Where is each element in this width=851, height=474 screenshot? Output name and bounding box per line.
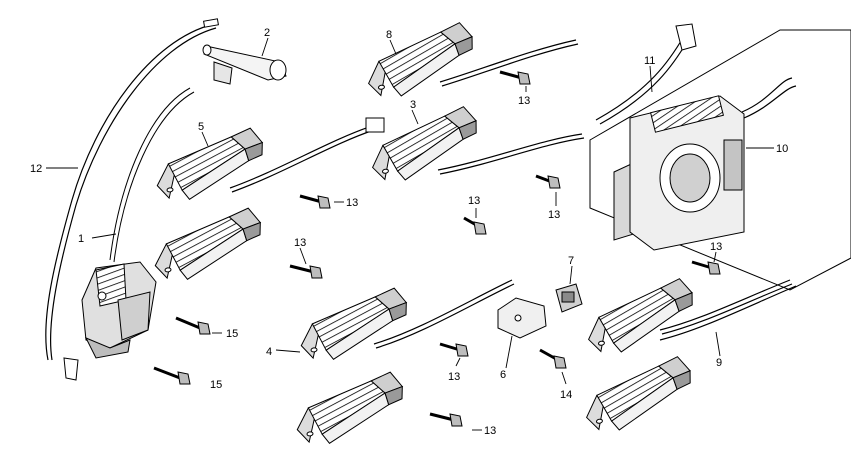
coil-4-upper xyxy=(294,286,414,364)
coil-9-lower xyxy=(578,354,699,436)
bolt-15-upper xyxy=(175,316,211,335)
callout-13-f: 13 xyxy=(448,371,460,383)
bolt-15-lower xyxy=(153,366,191,385)
coil-5-upper xyxy=(150,126,270,204)
callout-15-b: 15 xyxy=(210,379,222,391)
leader-lines xyxy=(46,37,774,431)
bolt-13-h xyxy=(691,260,721,275)
callout-13-g: 13 xyxy=(484,425,496,437)
callout-5: 5 xyxy=(198,121,204,133)
callout-13-e: 13 xyxy=(468,195,480,207)
callout-2: 2 xyxy=(264,27,270,39)
coil-9-upper xyxy=(580,276,701,358)
callout-13-d: 13 xyxy=(548,209,560,221)
coil-4-lower xyxy=(290,370,410,448)
callout-11: 11 xyxy=(644,55,655,67)
coil-3 xyxy=(364,104,485,186)
callout-1: 1 xyxy=(78,233,84,245)
bolt-13-e xyxy=(463,216,487,235)
callout-13-h: 13 xyxy=(710,241,722,253)
callout-labels: 1 2 3 4 5 6 7 8 9 10 11 12 13 13 13 13 1… xyxy=(30,27,788,437)
bolt-13-g xyxy=(429,412,463,427)
callout-14: 14 xyxy=(560,389,572,401)
callout-4: 4 xyxy=(266,346,272,358)
callout-10: 10 xyxy=(776,143,788,155)
callout-8: 8 xyxy=(386,29,392,41)
bolt-13-c xyxy=(499,70,531,85)
callout-3: 3 xyxy=(410,99,416,111)
callout-13-b: 13 xyxy=(294,237,306,249)
bolt-13-f xyxy=(439,342,469,357)
bolt-13-d xyxy=(535,174,561,189)
charge-coil-10 xyxy=(613,95,745,251)
bolt-13-b xyxy=(289,264,323,279)
coil-5-lower xyxy=(148,206,268,284)
callout-7: 7 xyxy=(568,255,574,267)
callout-15-a: 15 xyxy=(226,328,238,340)
callout-6: 6 xyxy=(500,369,506,381)
callout-13-c: 13 xyxy=(518,95,530,107)
callout-9: 9 xyxy=(716,357,722,369)
bolt-13-a xyxy=(299,194,331,209)
coil-8 xyxy=(360,20,481,102)
callout-12: 12 xyxy=(30,163,42,175)
spark-plug-cable xyxy=(45,18,219,381)
stator-panel xyxy=(589,29,851,291)
bracket-6 xyxy=(497,297,547,339)
coil-wires xyxy=(229,39,797,349)
spark-plug-cap xyxy=(202,44,287,85)
bolt-14 xyxy=(539,348,567,369)
callout-13-a: 13 xyxy=(346,197,358,209)
wire-11 xyxy=(595,23,797,125)
grommet-7 xyxy=(555,283,583,313)
ignition-coil xyxy=(81,87,195,359)
